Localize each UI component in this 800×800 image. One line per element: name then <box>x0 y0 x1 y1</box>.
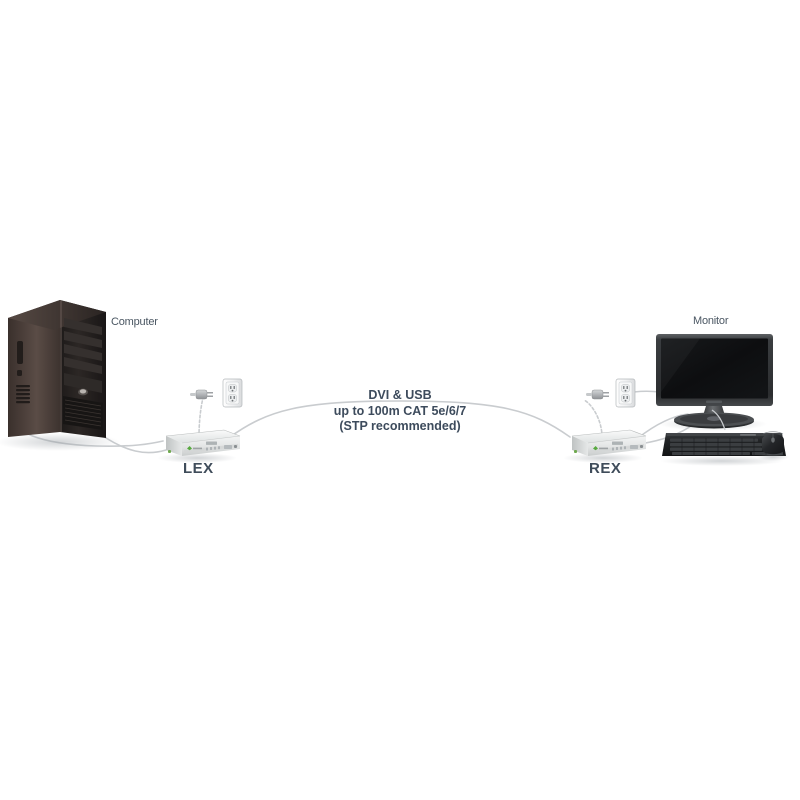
lex-extender-unit <box>157 429 241 463</box>
link-annotation: DVI & USB up to 100m CAT 5e/6/7 (STP rec… <box>300 388 500 435</box>
monitor-label: Monitor <box>693 315 729 327</box>
link-annotation-line-3: (STP recommended) <box>339 419 461 433</box>
cable-cat-link <box>229 400 571 438</box>
outlet-socket-upper-right <box>621 384 630 393</box>
rex-extender-unit <box>563 429 647 463</box>
link-annotation-line-1: DVI & USB <box>368 388 432 402</box>
link-annotation-line-2: up to 100m CAT 5e/6/7 <box>333 403 467 418</box>
lex-indicators <box>206 441 232 451</box>
power-plug-left <box>190 389 213 400</box>
lex-label: LEX <box>183 460 214 477</box>
rex-logo <box>593 446 608 451</box>
wall-outlet-right <box>615 378 636 408</box>
power-plug-right <box>586 389 609 400</box>
tower-mesh <box>64 399 102 427</box>
wall-outlet-left <box>222 378 243 408</box>
tower-side-vents <box>16 385 30 404</box>
outlet-socket-upper <box>228 384 237 393</box>
rex-indicators <box>612 441 638 451</box>
cable-rex-power <box>583 399 603 438</box>
outlet-socket-lower-right <box>621 394 630 403</box>
cable-lex-power <box>198 397 204 438</box>
lcd-monitor <box>656 334 773 431</box>
rex-label: REX <box>589 460 622 477</box>
outlet-socket-lower <box>228 394 237 403</box>
computer-label: Computer <box>111 316 158 328</box>
tower-drive-bays <box>64 318 102 393</box>
lex-logo <box>187 446 202 451</box>
mouse <box>757 431 789 461</box>
computer-tower <box>0 300 120 451</box>
